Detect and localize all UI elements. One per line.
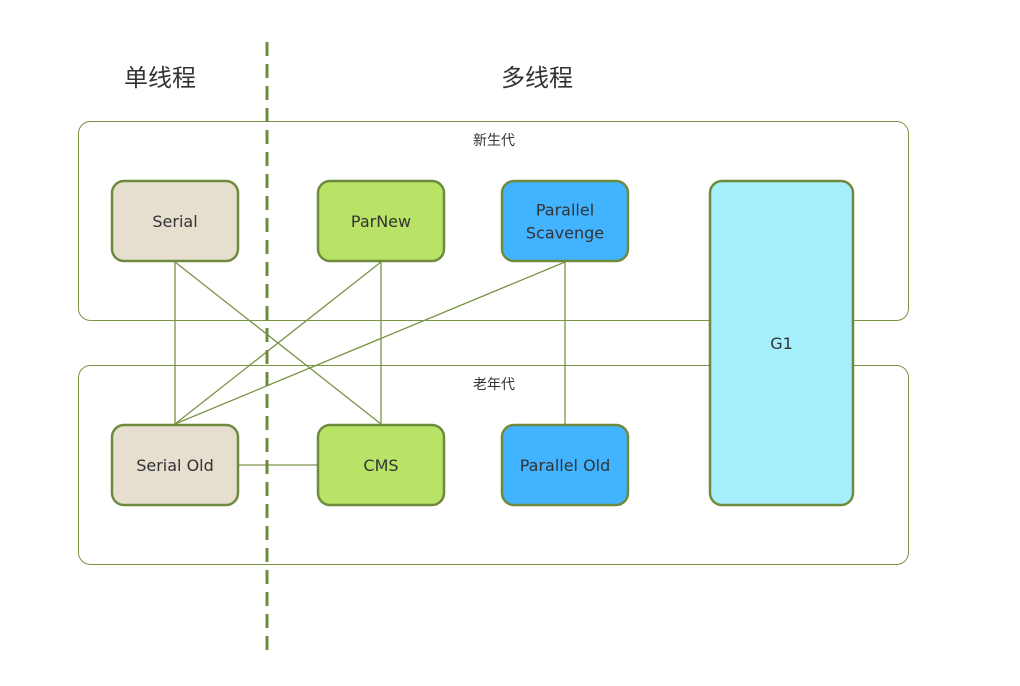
connection-parallel-scavenge-to-serial-old (174, 261, 566, 425)
collector-box-cms[interactable] (316, 423, 446, 507)
collector-label-line: CMS (363, 456, 398, 475)
collector-box-parallel-old[interactable] (500, 423, 630, 507)
multi-thread-heading: 多线程 (501, 64, 573, 92)
collector-node-serial[interactable]: Serial (110, 179, 240, 263)
collector-label-line: G1 (770, 334, 793, 353)
collector-label-line: ParNew (351, 212, 411, 231)
collector-node-parallel-old[interactable]: Parallel Old (500, 423, 630, 507)
collector-label-cms: CMS (363, 456, 398, 475)
collector-label-line: Serial Old (136, 456, 214, 475)
young-generation-label: 新生代 (473, 133, 515, 149)
collector-box-serial-old[interactable] (110, 423, 240, 507)
collector-label-serial: Serial (152, 212, 197, 231)
collector-box-serial[interactable] (110, 179, 240, 263)
single-thread-heading: 单线程 (124, 64, 196, 92)
collector-node-cms[interactable]: CMS (316, 423, 446, 507)
collector-label-line: Serial (152, 212, 197, 231)
collector-label-g1: G1 (770, 334, 793, 353)
connection-lines (174, 261, 566, 466)
collector-label-line: Scavenge (526, 224, 604, 243)
collector-node-serial-old[interactable]: Serial Old (110, 423, 240, 507)
collector-node-parnew[interactable]: ParNew (316, 179, 446, 263)
collector-label-parallel-old: Parallel Old (520, 456, 611, 475)
collector-label-serial-old: Serial Old (136, 456, 214, 475)
collector-node-g1[interactable]: G1 (708, 179, 855, 507)
old-generation-label: 老年代 (473, 377, 515, 393)
collector-box-parnew[interactable] (316, 179, 446, 263)
collector-label-line: Parallel (536, 201, 594, 220)
collector-label-line: Parallel Old (520, 456, 611, 475)
young-generation-container (78, 121, 909, 321)
collector-box-parallel-scavenge[interactable] (500, 179, 630, 263)
old-generation-container (78, 365, 909, 565)
collector-box-g1[interactable] (708, 179, 855, 507)
collector-label-parnew: ParNew (351, 212, 411, 231)
connection-parnew-to-serial-old (174, 261, 382, 425)
